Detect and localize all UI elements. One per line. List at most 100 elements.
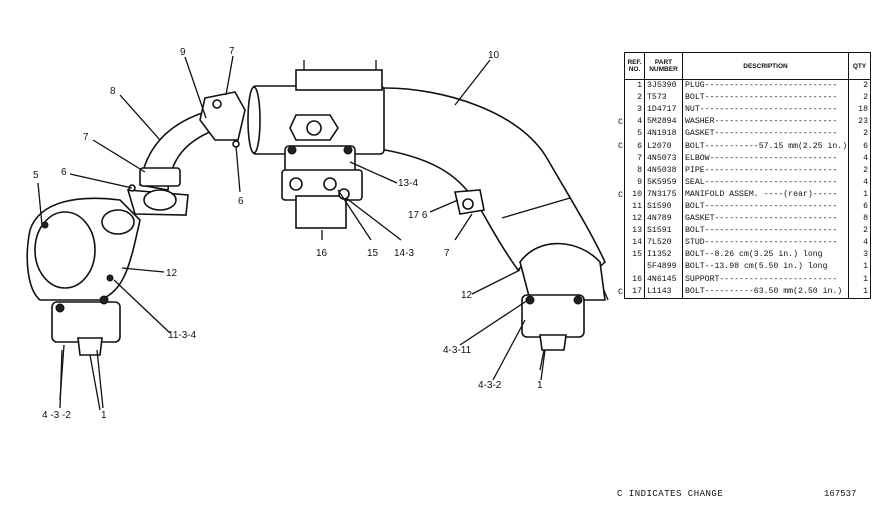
cell-part: 4N5073 xyxy=(644,152,683,165)
cell-ref: 11 xyxy=(624,200,645,214)
callout-12: 12 xyxy=(461,290,473,301)
cell-ref: 16 xyxy=(624,273,645,286)
change-legend: C INDICATES CHANGE xyxy=(617,489,724,499)
cell-desc: SEAL--------------------------- xyxy=(682,176,849,189)
callout-17-6: 17 6 xyxy=(408,210,428,221)
cell-part: 3J5390 xyxy=(644,79,683,93)
cell-ref xyxy=(624,261,645,274)
change-marker: C xyxy=(618,117,624,128)
change-marker: C xyxy=(618,189,624,200)
callout-1: 1 xyxy=(101,410,107,421)
cell-part: 1D4717 xyxy=(644,104,683,117)
cell-qty: 4 xyxy=(848,176,871,189)
header-part-number: PART NUMBER xyxy=(644,52,683,80)
cell-qty: 2 xyxy=(848,225,871,238)
cell-desc: NUT---------------------------- xyxy=(682,104,849,117)
cell-ref: 9 xyxy=(624,176,645,189)
cell-qty: 1 xyxy=(848,273,871,286)
cell-part: 5F4899 xyxy=(644,261,683,274)
callout-7: 7 xyxy=(83,132,89,143)
cell-ref: 14 xyxy=(624,237,645,250)
cell-qty: 23 xyxy=(848,116,871,129)
cell-qty: 6 xyxy=(848,200,871,214)
leader-lines xyxy=(37,55,546,409)
left-pipe-elbow xyxy=(126,91,246,216)
cell-qty: 2 xyxy=(848,92,871,105)
cell-part: 4N6145 xyxy=(644,273,683,286)
cell-desc: BOLT--------------------------- xyxy=(682,92,849,105)
header-description: DESCRIPTION xyxy=(682,52,849,80)
cell-part: L2070 xyxy=(644,140,683,153)
cell-part: 7N3175 xyxy=(644,188,683,201)
cell-desc: STUD--------------------------- xyxy=(682,237,849,250)
cell-ref: 4 xyxy=(624,116,645,129)
cell-desc: PLUG--------------------------- xyxy=(682,79,849,93)
cell-qty: 2 xyxy=(848,79,871,93)
cell-ref: 1 xyxy=(624,79,645,93)
cell-desc: MANIFOLD ASSEM. ----(rear)----- xyxy=(682,188,849,201)
cell-part: T573 xyxy=(644,92,683,105)
cell-part: I1352 xyxy=(644,249,683,262)
callout-4-3-2: 4 -3 -2 xyxy=(42,410,71,421)
cell-ref: 7 xyxy=(624,152,645,165)
callout-6: 6 xyxy=(238,196,244,207)
left-elbow-housing xyxy=(26,197,141,301)
callout-13-4: 13-4 xyxy=(398,178,418,189)
cell-qty: 2 xyxy=(848,128,871,141)
right-elbow-housing xyxy=(519,242,609,371)
cell-desc: SUPPORT------------------------ xyxy=(682,273,849,286)
header-qty: QTY xyxy=(848,52,871,80)
cell-desc: BOLT--13.98 cm(5.50 in.) long xyxy=(682,261,849,274)
cell-qty: 1 xyxy=(848,285,871,299)
cell-part: 7L520 xyxy=(644,237,683,250)
callout-14-3: 14-3 xyxy=(394,248,414,259)
cell-qty: 8 xyxy=(848,213,871,226)
cell-ref: 2 xyxy=(624,92,645,105)
cell-qty: 2 xyxy=(848,164,871,177)
cell-desc: BOLT----------63.50 mm(2.50 in.) xyxy=(682,285,849,299)
change-marker: C xyxy=(618,286,624,297)
callout-5: 5 xyxy=(33,170,39,181)
illustration-number: 167537 xyxy=(824,489,857,499)
cell-desc: ELBOW-------------------------- xyxy=(682,152,849,165)
left-lower-flange xyxy=(51,295,121,411)
callout-15: 15 xyxy=(367,248,379,259)
callout-10: 10 xyxy=(488,50,500,61)
cell-qty: 1 xyxy=(848,188,871,201)
cell-ref: 15 xyxy=(624,249,645,262)
cell-ref: 17 xyxy=(624,285,645,299)
cell-ref: 3 xyxy=(624,104,645,117)
header-ref-no: REF. NO. xyxy=(624,52,645,80)
table-header-row: REF. NO. PART NUMBER DESCRIPTION QTY xyxy=(624,52,871,80)
callout-labels: 9 7 10 8 7 6 6 5 13-4 17 6 7 16 15 14-3 … xyxy=(33,46,543,421)
cell-qty: 4 xyxy=(848,237,871,250)
cell-part: L1143 xyxy=(644,285,683,299)
callout-7: 7 xyxy=(444,248,450,259)
callout-12: 12 xyxy=(166,268,178,279)
callout-11-3-4: 11-3-4 xyxy=(168,330,197,341)
cell-qty: 1 xyxy=(848,261,871,274)
cell-desc: PIPE--------------------------- xyxy=(682,164,849,177)
cell-ref: 10 xyxy=(624,188,645,201)
cell-part: 4N789 xyxy=(644,213,683,226)
cell-desc: BOLT--------------------------- xyxy=(682,200,849,214)
cell-part: S1591 xyxy=(644,225,683,238)
change-marker: C xyxy=(618,141,624,152)
